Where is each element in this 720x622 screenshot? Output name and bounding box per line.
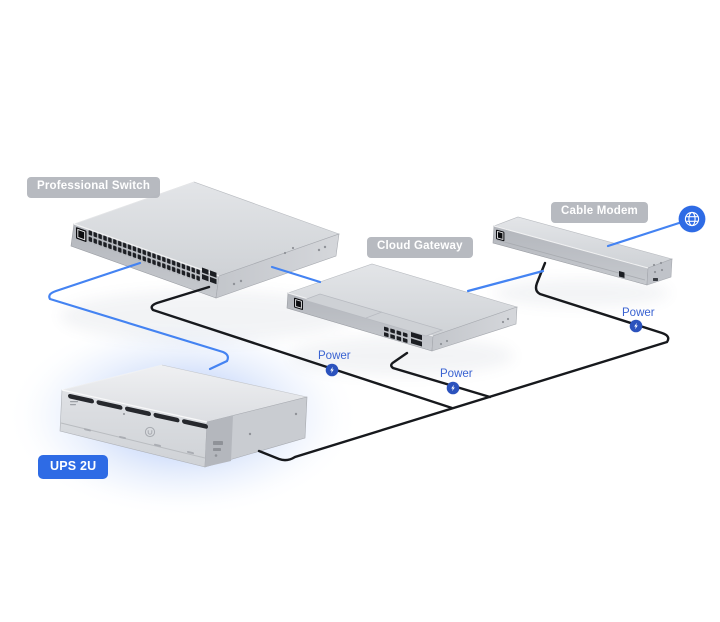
power-cable-switch <box>150 285 454 410</box>
data-cable-gateway-modem <box>466 269 545 293</box>
label-professional-switch: Professional Switch <box>27 177 161 198</box>
device-professional-switch <box>70 181 340 299</box>
data-cable-modem-internet <box>606 221 681 248</box>
power-dot-1 <box>325 363 339 377</box>
modem-power-inlet <box>496 229 505 242</box>
power-cables <box>150 261 670 462</box>
data-cable-switch-gateway <box>270 265 322 284</box>
label-ups-2u: UPS 2U <box>38 455 109 479</box>
switch-sfp-ports <box>202 267 217 285</box>
modem-screws <box>652 261 664 281</box>
lightning-icon <box>330 366 334 374</box>
ups-panel-notches <box>84 428 194 455</box>
gateway-screws <box>439 317 510 346</box>
power-tag-1: Power <box>318 350 351 362</box>
device-cable-modem <box>492 216 673 286</box>
gateway-power-inlet <box>294 297 303 310</box>
ups-vents <box>68 393 208 429</box>
power-tag-2: Power <box>440 368 473 380</box>
lightning-icon <box>451 384 455 392</box>
device-ups-2u <box>59 364 308 468</box>
data-cable-switch-ups <box>48 261 229 371</box>
switch-power-inlet <box>76 227 87 242</box>
globe-icon <box>678 205 706 233</box>
power-tag-3: Power <box>622 307 655 319</box>
ups-front-markings <box>70 401 78 406</box>
lightning-icon <box>634 322 638 330</box>
device-cloud-gateway <box>286 263 518 352</box>
gateway-right-face <box>431 306 518 352</box>
gateway-sfp-ports <box>411 332 422 347</box>
power-dot-3 <box>629 319 643 333</box>
ups-logo <box>144 426 156 438</box>
data-cables <box>48 221 681 371</box>
power-cable-modem <box>257 261 670 462</box>
label-cable-modem: Cable Modem <box>551 202 648 223</box>
modem-ethernet-port <box>619 271 625 279</box>
power-dot-2 <box>446 381 460 395</box>
switch-right-face <box>215 233 340 299</box>
device-shadows <box>60 279 670 376</box>
power-cable-gateway <box>390 351 492 399</box>
ups-recess-labels <box>213 441 223 457</box>
label-cloud-gateway: Cloud Gateway <box>367 237 473 258</box>
gateway-drive-bays <box>302 293 444 337</box>
switch-screws <box>232 245 327 286</box>
switch-port-grid <box>88 229 200 283</box>
ups-screws <box>123 412 298 436</box>
gateway-port-grid <box>384 326 408 343</box>
